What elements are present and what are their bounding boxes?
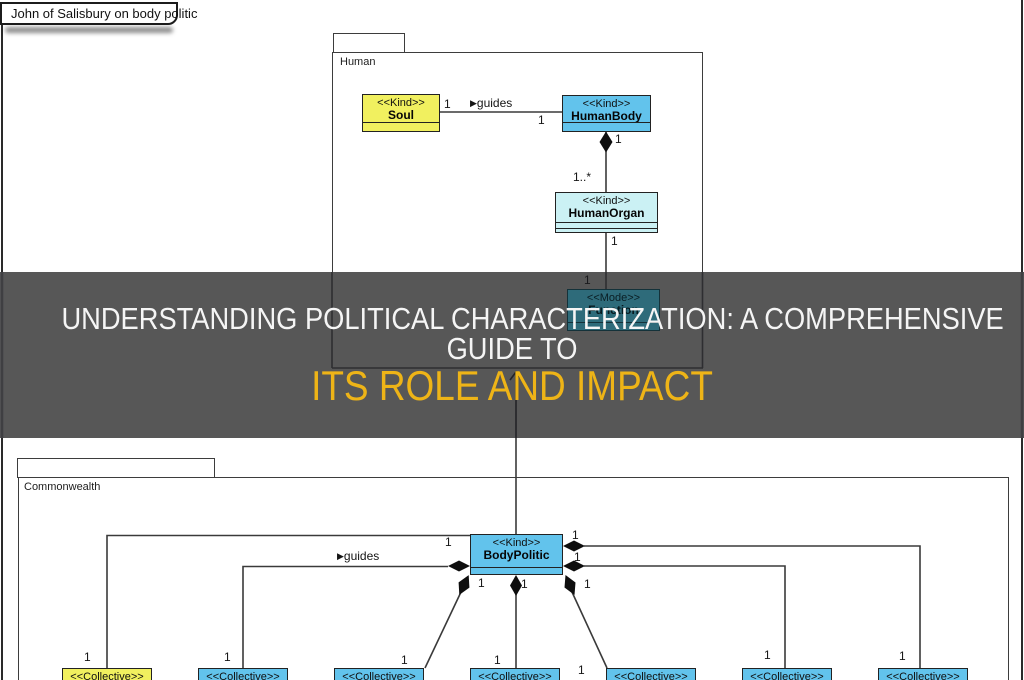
- class-collective-5[interactable]: <<Collective>>: [606, 668, 696, 680]
- multiplicity-label-shaded: 1: [584, 273, 591, 287]
- guides-association-label-bottom: ▶guides: [337, 549, 380, 563]
- multiplicity-label: 1: [444, 97, 451, 111]
- multiplicity-label: 1: [494, 653, 501, 667]
- banner-headline-line1: UNDERSTANDING POLITICAL CHARACTERIZATION…: [61, 301, 1004, 336]
- multiplicity-label: 1: [401, 653, 408, 667]
- multiplicity-label: 1: [764, 648, 771, 662]
- multiplicity-label: 1: [521, 577, 528, 591]
- commonwealth-package-body[interactable]: [18, 477, 1009, 680]
- human-package-tab[interactable]: [333, 33, 405, 53]
- multiplicity-label: 1: [478, 576, 485, 590]
- multiplicity-label: 1: [574, 550, 581, 564]
- commonwealth-package-tab[interactable]: [17, 458, 215, 478]
- class-mode-function[interactable]: <<Mode>> Function: [567, 289, 660, 331]
- multiplicity-label: 1: [615, 132, 622, 146]
- guides-direction-arrow-icon: ▶: [337, 551, 344, 561]
- human-package-label: Human: [340, 56, 376, 68]
- humanbody-name: HumanBody: [571, 109, 642, 123]
- multiplicity-label: 1..*: [573, 170, 592, 184]
- mode-stereotype: <<Mode>>: [586, 292, 641, 304]
- class-humanbody[interactable]: <<Kind>> HumanBody: [562, 95, 651, 132]
- class-collective-6[interactable]: <<Collective>>: [742, 668, 832, 680]
- humanbody-stereotype: <<Kind>>: [582, 98, 631, 110]
- class-collective-3[interactable]: <<Collective>>: [334, 668, 424, 680]
- multiplicity-label: 1: [899, 649, 906, 663]
- diagram-title: John of Salisbury on body politic: [11, 6, 198, 21]
- humanorgan-name: HumanOrgan: [568, 206, 645, 220]
- title-tab-shadow: [5, 27, 173, 33]
- banner-headline-accent: ITS ROLE AND IMPACT: [311, 362, 713, 409]
- diagram-title-tab[interactable]: John of Salisbury on body politic: [0, 2, 197, 25]
- class-soul[interactable]: <<Kind>> Soul: [362, 94, 440, 132]
- banner-headline-line2: GUIDE TO: [446, 331, 578, 366]
- multiplicity-label: 1: [584, 577, 591, 591]
- bodypolitic-name: BodyPolitic: [483, 548, 550, 562]
- class-humanorgan[interactable]: <<Kind>> HumanOrgan: [555, 192, 658, 233]
- humanorgan-stereotype: <<Kind>>: [582, 195, 631, 207]
- class-collective-7[interactable]: <<Collective>>: [878, 668, 968, 680]
- multiplicity-label: 1: [611, 234, 618, 248]
- class-collective-4[interactable]: <<Collective>>: [470, 668, 560, 680]
- guides-association-label-top: ▶guides: [470, 96, 513, 110]
- class-collective-1[interactable]: <<Collective>>: [62, 668, 152, 680]
- multiplicity-label: 1: [445, 535, 452, 549]
- title-banner-overlay: 1 <<Mode>> Function UNDERSTANDING POLITI…: [0, 272, 1024, 438]
- commonwealth-package-label: Commonwealth: [24, 481, 101, 493]
- multiplicity-label: 1: [224, 650, 231, 664]
- soul-name: Soul: [388, 108, 414, 122]
- class-collective-2[interactable]: <<Collective>>: [198, 668, 288, 680]
- multiplicity-label: 1: [538, 113, 545, 127]
- mode-name: Function: [588, 303, 639, 317]
- bodypolitic-stereotype: <<Kind>>: [492, 537, 541, 549]
- multiplicity-label: 1: [578, 663, 585, 677]
- multiplicity-label: 1: [84, 650, 91, 664]
- class-bodypolitic[interactable]: <<Kind>> BodyPolitic: [470, 534, 563, 575]
- multiplicity-label: 1: [572, 528, 579, 542]
- guides-direction-arrow-icon: ▶: [470, 98, 477, 108]
- soul-stereotype: <<Kind>>: [377, 97, 425, 109]
